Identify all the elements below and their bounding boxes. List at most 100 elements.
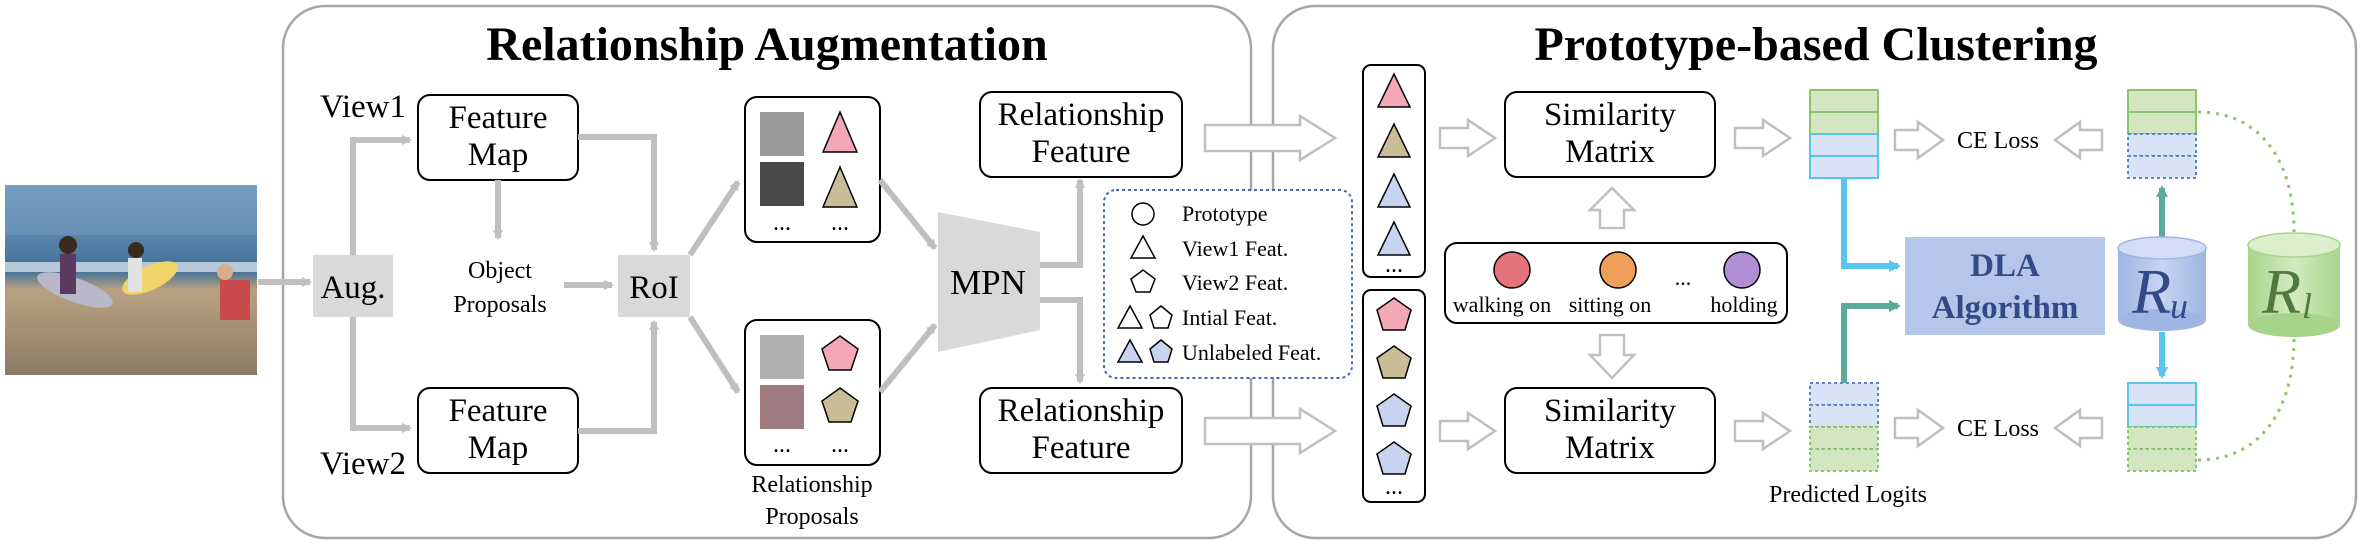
unlabeled-feat-pentagon	[1376, 441, 1412, 475]
legend-view1-label: View1 Feat.	[1182, 236, 1288, 261]
ce-loss-top: CE Loss	[1957, 128, 2039, 154]
view1-feat-triangle-tan	[821, 165, 859, 208]
similarity-matrix-view2-line2: Matrix	[1565, 430, 1655, 466]
similarity-matrix-view1-line1: Similarity	[1544, 97, 1677, 133]
predicted-logits-view1	[1809, 89, 1879, 179]
similarity-matrix-view1	[1504, 91, 1716, 178]
feature-map-view2-line1: Feature	[449, 393, 548, 429]
legend-unlabeled-triangle-icon	[1116, 338, 1144, 363]
roi-box	[618, 255, 690, 317]
predicted-logits-view2	[1809, 382, 1879, 472]
ellipsis: ...	[831, 432, 849, 458]
relationship-feature-view2	[979, 387, 1183, 474]
relationship-feature-view1-line2: Feature	[1032, 134, 1131, 170]
legend-initial-triangle-icon	[1116, 304, 1144, 329]
proposal-thumbnail	[760, 112, 804, 156]
mpn-label: MPN	[950, 263, 1026, 302]
arrow-logits1-to-dla	[1841, 178, 1901, 272]
prototypes-box: ... walking on sitting on holding	[1444, 242, 1788, 324]
legend-view2-label: View2 Feat.	[1182, 270, 1288, 295]
relationship-proposals-line2: Proposals	[765, 504, 858, 530]
hollow-arrow-prototypes-up	[1586, 186, 1638, 230]
hollow-arrow-logits2-to-celoss	[1893, 407, 1946, 449]
legend-prototype-label: Prototype	[1182, 201, 1268, 226]
arrow-proposals-top-to-mpn	[877, 178, 938, 250]
roi-label: RoI	[629, 270, 679, 306]
feature-column-view2: ...	[1362, 289, 1426, 503]
mpn-block	[938, 212, 1040, 352]
unlabeled-feat-triangle	[1376, 172, 1412, 208]
hollow-arrow-logits1-to-celoss	[1893, 119, 1946, 161]
prototype-label-walking-on: walking on	[1453, 292, 1551, 317]
proposal-thumbnail	[760, 385, 804, 429]
arrow-aug-to-view1	[350, 135, 412, 255]
unlabeled-feat-triangle	[1376, 220, 1412, 256]
left-section-title: Relationship Augmentation	[486, 18, 1047, 71]
input-photo	[5, 185, 257, 375]
proposal-thumbnail	[760, 335, 804, 379]
feature-map-view1-line1: Feature	[449, 100, 548, 136]
feature-column-view1: ...	[1362, 64, 1426, 278]
object-proposals-line2: Proposals	[453, 292, 546, 318]
hollow-arrow-prototypes-down	[1587, 333, 1637, 380]
view1-feat-triangle-pink	[1376, 72, 1412, 108]
hollow-arrow-relfeature1-to-column	[1203, 113, 1338, 163]
relationship-feature-view2-line2: Feature	[1032, 430, 1131, 466]
proposal-thumbnail	[760, 162, 804, 206]
target-logits-bottom	[2127, 382, 2197, 472]
prototype-holding	[1723, 251, 1761, 289]
rl-cylinder: R l	[2247, 232, 2341, 337]
view2-feat-pentagon-pink	[821, 335, 859, 371]
feature-map-view1-line2: Map	[468, 137, 529, 173]
arrow-mpn-to-relfeature-top	[1040, 178, 1085, 268]
hollow-arrow-similarity2-to-logits	[1733, 410, 1793, 452]
prototype-label-holding: holding	[1710, 292, 1777, 317]
unlabeled-feat-pentagon	[1376, 393, 1412, 427]
dla-algorithm-line1: DLA	[1970, 248, 2040, 284]
dla-algorithm-line2: Algorithm	[1932, 290, 2079, 326]
hollow-arrow-target1-to-celoss	[2052, 119, 2104, 161]
ellipsis: ...	[773, 432, 791, 458]
hollow-arrow-relfeature2-to-column	[1203, 406, 1338, 456]
feature-map-view2-line2: Map	[468, 430, 529, 466]
target-logits-top	[2127, 89, 2197, 179]
ellipsis: ...	[773, 210, 791, 236]
right-section-title: Prototype-based Clustering	[1534, 18, 2097, 71]
relationship-proposals-view2: ... ...	[744, 319, 881, 466]
prototype-label-sitting-on: sitting on	[1569, 292, 1652, 317]
aug-box	[313, 255, 393, 317]
relationship-feature-view1	[979, 91, 1183, 178]
similarity-matrix-view2-line1: Similarity	[1544, 393, 1677, 429]
rl-symbol: R	[2261, 256, 2301, 327]
arrow-mpn-to-relfeature-bottom	[1040, 297, 1085, 384]
relationship-feature-view2-line1: Relationship	[998, 393, 1165, 429]
arrow-fm1-to-roi	[578, 134, 659, 252]
view1-label: View1	[320, 89, 406, 125]
ce-loss-bottom: CE Loss	[1957, 416, 2039, 442]
view2-feat-pentagon-tan	[1376, 345, 1412, 379]
ru-subscript: u	[2170, 286, 2188, 326]
legend-view2-icon	[1130, 269, 1156, 293]
view2-feat-pentagon-tan	[821, 387, 859, 423]
view1-feat-triangle-pink	[821, 110, 859, 153]
similarity-matrix-view1-line2: Matrix	[1565, 134, 1655, 170]
relationship-feature-view1-line1: Relationship	[998, 97, 1165, 133]
relationship-proposals-line1: Relationship	[751, 472, 872, 498]
legend-initial-label: Intial Feat.	[1182, 305, 1277, 330]
object-proposals-line1: Object	[468, 258, 532, 284]
legend-view1-icon	[1129, 234, 1157, 259]
ellipsis: ...	[1385, 252, 1403, 278]
arrow-proposals-bottom-to-mpn	[877, 323, 938, 394]
relationship-proposals-view1: ... ...	[744, 96, 881, 243]
view2-label: View2	[320, 446, 406, 482]
hollow-arrow-column2-to-similarity	[1438, 410, 1498, 452]
legend-prototype-icon	[1131, 202, 1155, 226]
prototype-sitting-on	[1599, 251, 1637, 289]
hollow-arrow-target2-to-celoss	[2052, 407, 2104, 449]
arrow-roi-to-proposals-bottom	[687, 315, 741, 394]
hollow-arrow-column1-to-similarity	[1438, 117, 1498, 159]
arrow-aug-to-view2	[350, 317, 412, 433]
ru-symbol: R	[2131, 256, 2171, 327]
legend-unlabeled-label: Unlabeled Feat.	[1182, 340, 1321, 365]
